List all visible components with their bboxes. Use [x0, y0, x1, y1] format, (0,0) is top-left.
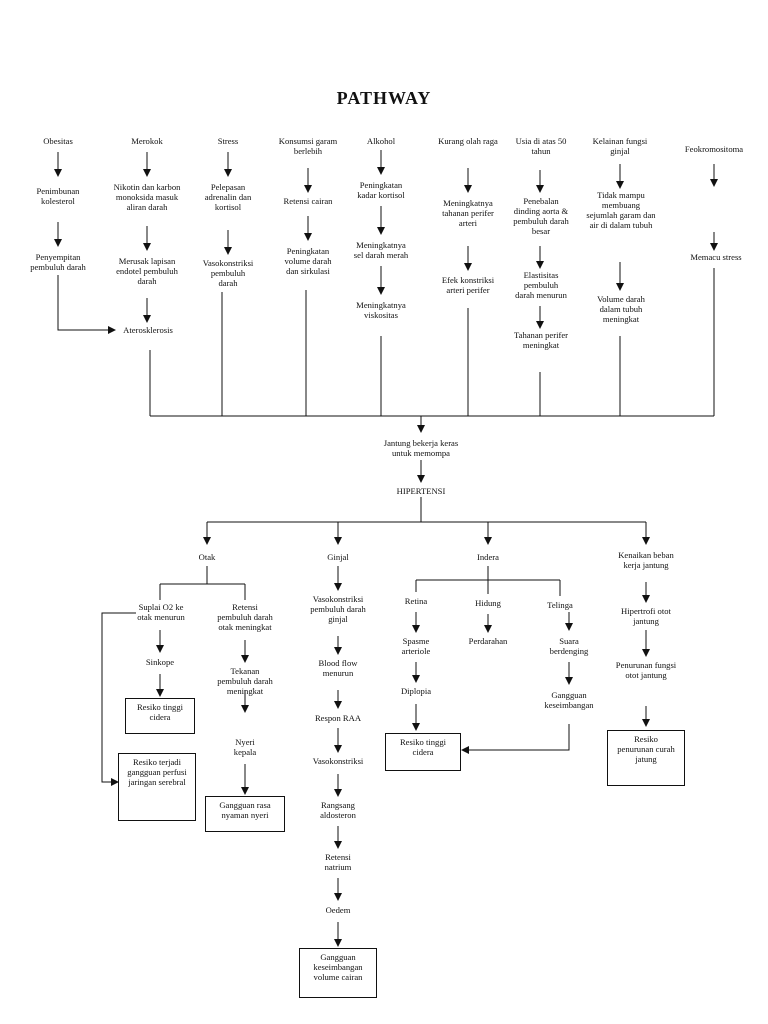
obesitas-step-1: Penimbunan kolesterol	[36, 186, 80, 206]
aterosklerosis: Aterosklerosis	[123, 325, 173, 335]
cause-usia: Usia di atas 50 tahun	[515, 136, 567, 156]
stress-step-2: Vasokonstriksi pembuluh darah	[202, 258, 254, 288]
indera-retina: Retina	[404, 596, 428, 606]
jantung-bekerja-keras: Jantung bekerja keras untuk memompa	[383, 438, 459, 458]
jantung-penurunan-fungsi: Penurunan fungsi otot jantung	[615, 660, 677, 680]
ginjal-respon-raa: Respon RAA	[314, 713, 362, 723]
cause-ginjal: Kelainan fungsi ginjal	[592, 136, 648, 156]
indera-telinga: Telinga	[547, 600, 573, 610]
cause-obesitas: Obesitas	[43, 136, 73, 146]
cause-stress: Stress	[217, 136, 239, 146]
organ-ginjal: Ginjal	[327, 552, 349, 562]
olahraga-step-1: Meningkatnya tahanan perifer arteri	[442, 198, 494, 228]
jantung-hipertrofi: Hipertrofi otot jantung	[621, 606, 671, 626]
otak-resiko-cidera-box: Resiko tinggi cidera	[125, 698, 195, 734]
otak-nyeri: Nyeri kepala	[233, 737, 257, 757]
ginjal-oedem: Oedem	[325, 905, 351, 915]
jantung-resiko-box: Resiko penurunan curah jatung	[607, 730, 685, 786]
stress-step-1: Pelepasan adrenalin dan kortisol	[204, 182, 252, 212]
indera-perdarahan: Perdarahan	[468, 636, 508, 646]
cause-garam: Konsumsi garam berlebih	[278, 136, 338, 156]
indera-gangguan-keseimbangan: Gangguan keseimbangan	[544, 690, 594, 710]
usia-step-3: Tahanan perifer meningkat	[513, 330, 569, 350]
cause-merokok: Merokok	[131, 136, 163, 146]
merokok-step-1: Nikotin dan karbon monoksida masuk alira…	[113, 182, 181, 212]
ginjal-step-1: Tidak mampu membuang sejumlah garam dan …	[586, 190, 656, 230]
page-title: PATHWAY	[336, 88, 432, 108]
hipertensi: HIPERTENSI	[396, 486, 446, 496]
garam-step-2: Peningkatan volume darah dan sirkulasi	[284, 246, 332, 276]
merokok-step-2: Merusak lapisan endotel pembuluh darah	[116, 256, 178, 286]
ginjal-aldosteron: Rangsang aldosteron	[320, 800, 356, 820]
organ-otak: Otak	[198, 552, 216, 562]
ginjal-vasokonstriksi-2: Vasokonstriksi	[312, 756, 364, 766]
cause-alkohol: Alkohol	[366, 136, 396, 146]
cause-feokromositoma: Feokromositoma	[684, 144, 744, 154]
ginjal-vasokonstriksi: Vasokonstriksi pembuluh darah ginjal	[310, 594, 366, 624]
otak-sinkope: Sinkope	[145, 657, 175, 667]
alkohol-step-1: Peningkatan kadar kortisol	[357, 180, 405, 200]
otak-retensi: Retensi pembuluh darah otak meningkat	[217, 602, 273, 632]
indera-diplopia: Diplopia	[400, 686, 432, 696]
alkohol-step-3: Meningkatnya viskositas	[356, 300, 406, 320]
cause-olahraga: Kurang olah raga	[438, 136, 498, 146]
organ-indera: Indera	[477, 552, 499, 562]
feo-step-1: Memacu stress	[690, 252, 742, 262]
ginjal-retensi-natrium: Retensi natrium	[324, 852, 352, 872]
ginjal-blood-flow: Blood flow menurun	[318, 658, 358, 678]
ginjal-step-2: Volume darah dalam tubuh meningkat	[597, 294, 645, 324]
obesitas-step-2: Penyempitan pembuluh darah	[30, 252, 86, 272]
indera-spasme: Spasme arteriole	[401, 636, 431, 656]
alkohol-step-2: Meningkatnya sel darah merah	[353, 240, 409, 260]
olahraga-step-2: Efek konstriksi arteri perifer	[441, 275, 495, 295]
organ-beban-jantung: Kenaikan beban kerja jantung	[618, 550, 674, 570]
usia-step-1: Penebalan dinding aorta & pembuluh darah…	[513, 196, 569, 236]
otak-tekanan: Tekanan pembuluh darah meningkat	[217, 666, 273, 696]
ginjal-gangguan-box: Gangguan keseimbangan volume cairan	[299, 948, 377, 998]
indera-resiko-cidera-box: Resiko tinggi cidera	[385, 733, 461, 771]
usia-step-2: Elastisitas pembuluh darah menurun	[515, 270, 567, 300]
garam-step-1: Retensi cairan	[283, 196, 333, 206]
otak-suplai: Suplai O2 ke otak menurun	[137, 602, 185, 622]
indera-hidung: Hidung	[475, 598, 501, 608]
otak-gangguan-nyeri-box: Gangguan rasa nyaman nyeri	[205, 796, 285, 832]
indera-suara: Suara berdenging	[549, 636, 589, 656]
otak-resiko-perfusi-box: Resiko terjadi gangguan perfusi jaringan…	[118, 753, 196, 821]
